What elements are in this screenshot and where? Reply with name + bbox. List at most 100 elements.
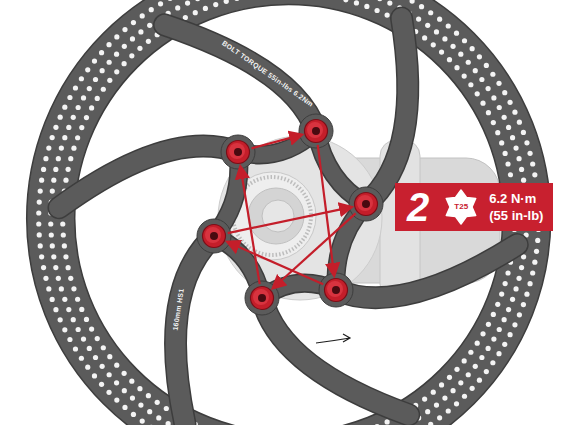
vent-hole xyxy=(416,16,421,21)
vent-hole xyxy=(38,243,43,248)
vent-hole xyxy=(129,379,134,384)
vent-hole xyxy=(66,307,71,312)
vent-hole xyxy=(84,115,89,120)
vent-hole xyxy=(364,4,369,9)
vent-hole xyxy=(50,188,55,193)
vent-hole xyxy=(49,232,54,237)
vent-hole xyxy=(81,336,86,341)
vent-hole xyxy=(532,260,537,265)
vent-hole xyxy=(62,135,67,140)
vent-hole xyxy=(437,17,442,22)
vent-hole xyxy=(475,91,480,96)
arm-edge xyxy=(59,146,238,208)
vent-hole xyxy=(114,34,119,39)
bolt-highlight xyxy=(205,227,221,243)
vent-hole xyxy=(387,0,392,5)
sequence-arrow xyxy=(252,135,302,148)
sequence-arrow xyxy=(228,207,352,233)
vent-hole xyxy=(486,322,491,327)
vent-hole xyxy=(419,4,424,9)
vent-hole xyxy=(75,135,80,140)
vent-hole xyxy=(439,382,444,387)
vent-hole xyxy=(56,156,61,161)
vent-hole xyxy=(502,115,507,120)
bolt-tabs xyxy=(197,114,383,315)
vent-hole xyxy=(486,110,491,115)
bolt-socket xyxy=(234,148,242,156)
vent-hole xyxy=(66,167,71,172)
vent-hole xyxy=(450,44,455,49)
vent-hole xyxy=(503,151,508,156)
vent-hole xyxy=(224,0,229,4)
vent-hole xyxy=(203,6,208,11)
vent-hole xyxy=(48,221,53,226)
vent-hole xyxy=(510,135,515,140)
vent-hole xyxy=(41,265,46,270)
vent-hole xyxy=(66,265,71,270)
vent-hole xyxy=(495,130,500,135)
vent-hole xyxy=(513,145,518,150)
vent-hole xyxy=(195,0,200,1)
vent-hole xyxy=(454,31,459,36)
vent-hole xyxy=(512,110,517,115)
vent-hole xyxy=(130,36,135,41)
vent-hole xyxy=(458,52,463,57)
vent-hole xyxy=(454,401,459,406)
vent-hole xyxy=(95,336,100,341)
vent-hole xyxy=(140,418,145,423)
vent-hole xyxy=(183,15,188,20)
vent-hole xyxy=(507,100,512,105)
vent-hole xyxy=(79,125,84,130)
tightening-sequence xyxy=(228,135,356,288)
torque-values: 6.2 N·m(55 in-lb) xyxy=(489,190,543,224)
vent-hole xyxy=(37,199,42,204)
vent-hole xyxy=(87,86,92,91)
vent-hole xyxy=(470,46,475,51)
vent-hole xyxy=(73,85,78,90)
bit-size: T25 xyxy=(443,189,479,225)
vent-hole xyxy=(56,276,61,281)
vent-hole xyxy=(442,395,447,400)
arm-edge xyxy=(262,298,409,415)
bolt-tab xyxy=(299,114,333,148)
vent-hole xyxy=(93,77,98,82)
vent-hole xyxy=(93,355,98,360)
vent-hole xyxy=(470,386,475,391)
sequence-arrow xyxy=(240,167,259,284)
vent-hole xyxy=(480,331,485,336)
vent-hole xyxy=(532,172,537,177)
vent-hole xyxy=(79,307,84,312)
vent-hole xyxy=(100,68,105,73)
vent-hole xyxy=(107,372,112,377)
vent-hole xyxy=(462,73,467,78)
vent-hole xyxy=(53,125,58,130)
vent-hole xyxy=(59,145,64,150)
vent-hole xyxy=(59,286,64,291)
vent-hole xyxy=(95,96,100,101)
vent-hole xyxy=(422,396,427,401)
vent-hole xyxy=(61,232,66,237)
rotor-spider xyxy=(214,131,366,298)
vent-hole xyxy=(434,402,439,407)
vent-hole xyxy=(50,243,55,248)
vent-hole xyxy=(213,2,218,7)
vent-hole xyxy=(458,380,463,385)
vent-hole xyxy=(167,0,172,1)
vent-hole xyxy=(137,386,142,391)
vent-hole xyxy=(486,346,491,351)
step-number: 2 xyxy=(407,187,433,227)
vent-hole xyxy=(462,358,467,363)
vent-hole xyxy=(385,419,390,424)
vent-hole xyxy=(442,36,447,41)
arm-edge xyxy=(336,245,517,298)
bolt-head xyxy=(227,141,250,164)
vent-hole xyxy=(37,232,42,237)
vent-hole xyxy=(503,281,508,286)
vent-hole xyxy=(425,409,430,414)
vent-hole xyxy=(60,221,65,226)
vent-hole xyxy=(76,105,81,110)
bolt-socket xyxy=(258,294,266,302)
bolt-highlight xyxy=(253,289,269,305)
vent-hole xyxy=(524,292,529,297)
